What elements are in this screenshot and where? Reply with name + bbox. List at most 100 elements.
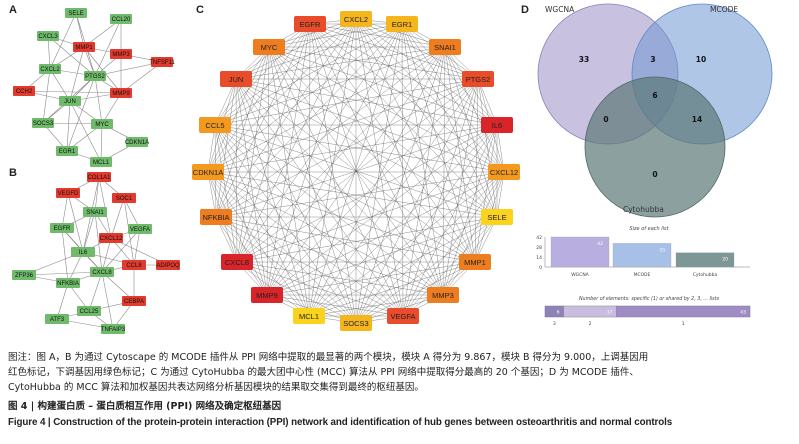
venn-count-wgcna-mcode: 3 [650,55,655,64]
venn-count-wgcna-cyto: 0 [603,115,608,124]
edge-ptgs2-mcl1 [308,78,479,317]
edge-cxcl2-jun [49,68,71,102]
node-vegfa: VEGFA [387,308,419,324]
node-label: TNFSF11 [149,60,175,66]
node-label: SOC1 [116,196,133,202]
node-box [253,39,285,55]
node-box [199,117,231,133]
edge-jun-egr1 [66,100,71,152]
edge-socs3-egfr [309,23,357,324]
edge-snai1-jun [235,46,446,80]
node-label: IL6 [492,121,502,130]
node-label: SNAI1 [434,43,456,52]
node-box [429,39,461,55]
panel-label-c: C [196,4,204,16]
caption-title-chinese: 图 4 | 构建蛋白质 – 蛋白质相互作用 (PPI) 网络及确定枢纽基因 [8,401,282,412]
node-snai1: SNAI1 [429,39,461,55]
node-label: MMP3 [432,291,454,300]
node-socs3: SOCS3 [32,118,54,128]
node-label: MMP9 [256,291,278,300]
node-vegfa: VEGFA [128,224,152,234]
edge-cdkn1a-myc [207,46,270,173]
node-label: MYC [261,43,278,52]
edge-egr1-mmp3 [401,23,444,296]
node-box [12,270,36,280]
edge-cxcl2-ccl5 [214,18,357,126]
node-box [462,71,494,87]
edge-egr1-jun [235,23,403,80]
upset-ytick-14: 14 [536,255,542,261]
node-label: CCL20 [112,17,131,23]
upset-bar-cytohubba [675,252,735,268]
edge-socs3-cxcl8 [236,261,357,324]
node-box [56,278,80,288]
edge-cxcl2-ptgs2 [355,18,479,80]
node-mmp3: MMP3 [427,287,459,303]
edge-mmp9-ccl5 [214,124,268,296]
edge-il6-mcl1 [308,124,498,317]
edge-il6-vegfa [402,124,498,317]
edge-mmp3-egfr [309,23,444,296]
edge-il6-nfkbia [67,251,84,284]
edge-sele-egfr [309,23,498,218]
edge-mmp3-jun [235,78,444,296]
node-label: SOCS3 [33,121,54,127]
node-box [220,71,252,87]
caption-note-line-3: CytoHubba 的 MCC 算法和加权基因共表达网络分析基因模块的结果取交集… [8,382,424,393]
edge-mmp1-ccl5 [214,124,476,263]
node-mmp9: MMP9 [251,287,283,303]
venn-count-all-three: 6 [652,91,657,100]
node-box [221,254,253,270]
venn-count-mcode-cyto: 14 [692,115,702,124]
edge-cxcl3-cxcl2 [47,35,51,70]
edge-mmp9-cdkn1a [207,171,268,296]
node-label: ZFP36 [15,273,34,279]
node-label: CCL25 [80,309,99,315]
node-box [83,207,107,217]
node-label: MMP3 [112,52,130,58]
node-socs3: SOCS3 [340,315,372,331]
edge-cxcl12-egfr [309,23,505,173]
node-box [50,223,74,233]
edge-cxcl8-jun [235,78,238,263]
node-cebpa: CEBPA [122,296,146,306]
node-label: MMP1 [75,45,93,51]
node-label: CXCL2 [40,67,60,73]
edge-snai1-mmp3 [442,46,446,296]
node-box [293,308,325,324]
edge-cxcl8-ccl25 [88,271,103,312]
edge-sele-mmp9 [266,216,498,296]
edge-socs3-cdkn1a [207,171,357,324]
edge-vegfa-myc [268,46,404,317]
node-label: CXCL12 [100,236,123,242]
node-label: SELE [68,11,83,17]
edge-snai1-cxcl12 [444,46,505,173]
upset-strip-label-1: 1 [682,321,685,327]
node-label: CDKN1A [125,140,149,146]
node-label: VEGFA [390,312,415,321]
node-vegfd: VEGFD [56,188,80,198]
edge-mmp1-mmp9 [266,261,476,296]
edge-mcl1-nfkbia [215,216,310,317]
edge-vegfd-il6 [67,192,84,253]
edge-cxcl12-cxcl8 [101,237,112,273]
edge-mmp1-mcl1 [308,261,476,317]
node-box [73,42,95,52]
node-label: JUN [229,75,244,84]
edge-snai1-il6 [82,211,96,253]
node-box [481,117,513,133]
node-box [101,324,125,334]
node-box [128,224,152,234]
edge-sele-mmp1 [75,12,85,48]
edge-ptgs2-myc [268,46,479,80]
node-label: SNAI1 [86,210,104,216]
upset-bar-label-wgcna: WGCNA [571,272,589,278]
edge-snai1-cxcl8 [94,211,103,273]
edge-cxcl12-mmp3 [442,171,505,296]
node-cxcl2: CXCL2 [340,11,372,27]
edge-ptgs2-myc [94,75,103,125]
node-label: NFKBIA [202,213,229,222]
edge-vegfa-mmp9 [266,294,404,317]
